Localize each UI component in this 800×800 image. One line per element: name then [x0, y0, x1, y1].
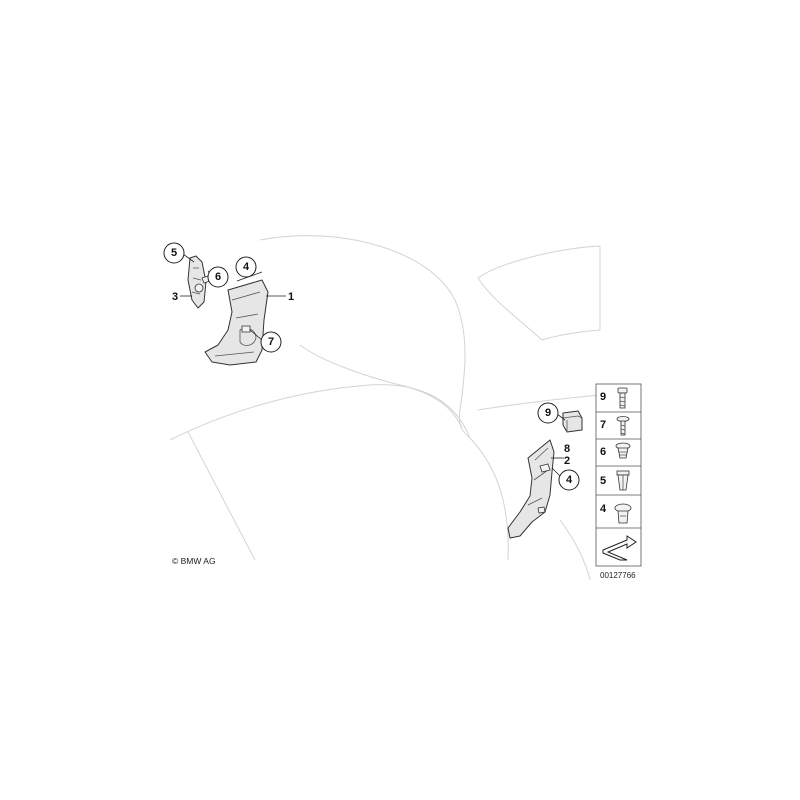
push-rivet-icon [614, 503, 632, 524]
callout-9-right: 9 [537, 402, 559, 424]
trim-clip-bottom [537, 506, 546, 514]
left-trim-assembly [187, 255, 269, 366]
legend-label-4: 4 [600, 503, 607, 515]
pillar-trim-panel-2 [507, 439, 555, 539]
callout-4-left: 4 [235, 256, 257, 278]
callout-4-label: 4 [243, 261, 250, 273]
legend-label-5: 5 [600, 475, 606, 487]
trim-clip-left [241, 325, 251, 333]
diagram-number: 00127766 [600, 571, 636, 580]
callout-6-label: 6 [215, 271, 221, 283]
trim-clip-right [539, 463, 551, 473]
trim-clip-block [562, 410, 583, 433]
callout-5-label: 5 [171, 247, 177, 259]
legend-label-7: 7 [600, 419, 606, 431]
label-1: 1 [288, 291, 294, 303]
legend-label-9: 9 [600, 391, 606, 403]
expanding-clip-icon [616, 470, 630, 491]
bracket-clip [194, 283, 204, 293]
label-8: 8 [564, 443, 570, 455]
vehicle-outline [169, 235, 601, 581]
right-trim-assembly [507, 410, 583, 539]
right-leader-lines [551, 413, 566, 477]
fastener-legend: 9 7 6 5 4 [595, 383, 642, 567]
callout-7-left: 7 [260, 331, 282, 353]
callout-7-label: 7 [268, 336, 274, 348]
callout-4-right-label: 4 [566, 474, 573, 486]
callout-4-right: 4 [558, 469, 580, 491]
copyright-notice: © BMW AG [172, 556, 216, 566]
arrow-icon [602, 535, 637, 561]
nut-clip-icon [615, 442, 631, 459]
callout-6-left: 6 [207, 266, 229, 288]
bolt-icon [617, 387, 628, 409]
label-2: 2 [564, 455, 570, 467]
label-3: 3 [172, 291, 178, 303]
mounting-bracket [187, 255, 207, 309]
callout-9-label: 9 [545, 407, 551, 419]
screw-icon [616, 416, 630, 436]
callout-5-left: 5 [163, 242, 185, 264]
legend-label-6: 6 [600, 446, 606, 458]
